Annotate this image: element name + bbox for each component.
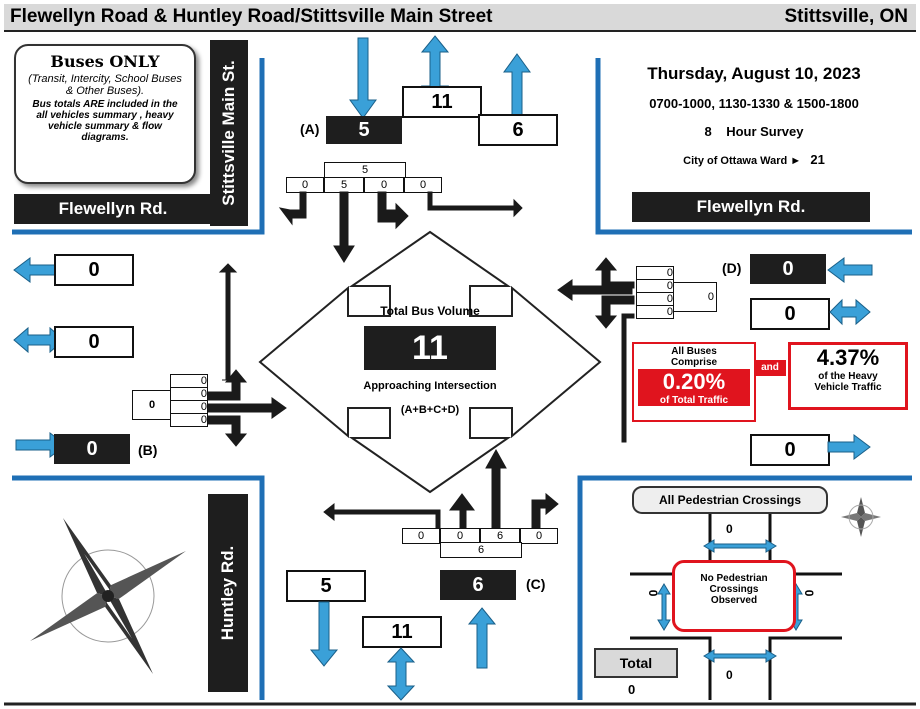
west-cell-2: 0 xyxy=(170,387,208,401)
west-cell-4: 0 xyxy=(170,413,208,427)
center-sub: Approaching Intersection xyxy=(330,380,530,392)
survey-hours-label: Hour Survey xyxy=(726,124,803,139)
survey-hours-row: 8 Hour Survey xyxy=(604,124,904,139)
center-value: 11 xyxy=(364,326,496,370)
east-approach-cell: 0 xyxy=(673,282,717,312)
ped-west: 0 xyxy=(646,590,660,597)
ped-total-value: 0 xyxy=(628,682,635,697)
east-cell-1: 0 xyxy=(636,266,674,280)
ped-none-box: No Pedestrian Crossings Observed xyxy=(672,560,796,632)
survey-date: Thursday, August 10, 2023 xyxy=(604,64,904,84)
west-approach-cell: 0 xyxy=(132,390,172,420)
west-cell-3: 0 xyxy=(170,400,208,414)
east-out: 0 xyxy=(750,434,830,466)
west-cell-1: 0 xyxy=(170,374,208,388)
street-huntley: Huntley Rd. xyxy=(208,494,248,692)
heavy-box: 4.37% of the Heavy Vehicle Traffic xyxy=(788,342,908,410)
east-cell-4: 0 xyxy=(636,305,674,319)
east-in: 0 xyxy=(750,254,826,284)
south-in: 6 xyxy=(440,570,516,600)
ped-north: 0 xyxy=(726,522,733,536)
south-approach-cell: 6 xyxy=(440,542,522,558)
survey-hours: 8 xyxy=(705,124,712,139)
east-cell-2: 0 xyxy=(636,279,674,293)
south-label: (C) xyxy=(526,576,545,592)
comprise-head2: Comprise xyxy=(634,357,754,368)
west-out: 0 xyxy=(54,254,134,286)
comprise-head1: All Buses xyxy=(634,346,754,357)
street-flewellyn-east: Flewellyn Rd. xyxy=(632,192,870,222)
compass-rose-icon xyxy=(20,496,200,696)
peds-title: All Pedestrian Crossings xyxy=(632,486,828,514)
south-arrows xyxy=(300,598,500,706)
south-cell-1: 0 xyxy=(402,528,440,544)
comprise-box: All Buses Comprise 0.20% of Total Traffi… xyxy=(632,342,756,422)
heavy-foot-b: Vehicle Traffic xyxy=(791,382,905,393)
south-cell-4: 0 xyxy=(520,528,558,544)
east-total: 0 xyxy=(750,298,830,330)
center-title: Total Bus Volume xyxy=(360,304,500,318)
ped-total-label: Total xyxy=(594,648,678,678)
comprise-pct: 0.20% xyxy=(638,369,750,395)
ped-none-2: Crossings xyxy=(675,584,793,595)
ped-east: 0 xyxy=(802,590,816,597)
survey-times: 0700-1000, 1130-1330 & 1500-1800 xyxy=(604,96,904,111)
ped-none-1: No Pedestrian xyxy=(675,573,793,584)
east-cell-3: 0 xyxy=(636,292,674,306)
west-label: (B) xyxy=(138,442,157,458)
survey-ward-row: City of Ottawa Ward ► 21 xyxy=(604,152,904,167)
heavy-pct: 4.37% xyxy=(791,345,905,371)
ward-label: City of Ottawa Ward ► xyxy=(683,155,801,167)
west-in: 0 xyxy=(54,434,130,464)
east-label: (D) xyxy=(722,260,741,276)
ped-south: 0 xyxy=(726,668,733,682)
and-badge: and xyxy=(754,360,786,376)
center-formula: (A+B+C+D) xyxy=(330,404,530,416)
west-total: 0 xyxy=(54,326,134,358)
comprise-foot: of Total Traffic xyxy=(638,395,750,406)
ped-none-3: Observed xyxy=(675,595,793,606)
ward-number: 21 xyxy=(810,152,824,167)
heavy-foot-a: of the Heavy xyxy=(791,371,905,382)
